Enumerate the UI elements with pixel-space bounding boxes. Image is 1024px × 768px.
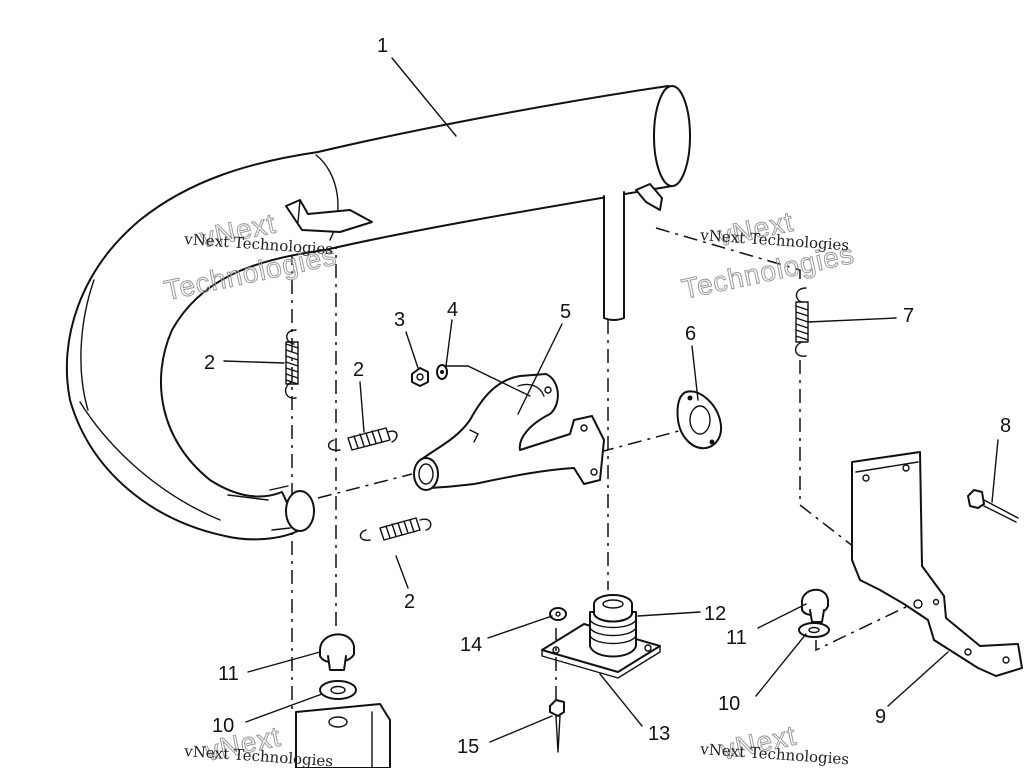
spring-2c: [359, 517, 432, 541]
washer-10-right: [798, 622, 830, 638]
callout-1: 1: [377, 35, 388, 57]
callout-8: 8: [1000, 415, 1011, 437]
washer-14: [549, 607, 567, 621]
callout-2c: 2: [404, 591, 415, 613]
callout-2a: 2: [204, 352, 215, 374]
callout-13: 13: [648, 723, 670, 745]
callout-5: 5: [560, 301, 571, 323]
bracket-9: [851, 451, 1023, 677]
y-pipe-5: [413, 373, 605, 491]
leader-lines: [223, 57, 999, 743]
callout-labels: 1 2 2 2 3 4 5 6 7 8 9 10 10 11 11 12 13 …: [204, 35, 1011, 758]
gasket-6: [676, 390, 722, 450]
callout-6: 6: [685, 323, 696, 345]
callout-14: 14: [460, 634, 482, 656]
callout-4: 4: [447, 299, 458, 321]
callout-15: 15: [457, 736, 479, 758]
callout-3: 3: [394, 309, 405, 331]
bracket-lower-left: [295, 703, 391, 768]
isolator-12: [589, 594, 637, 658]
washer-4: [436, 364, 448, 380]
grommet-11-right: [800, 589, 829, 623]
callout-10-right: 10: [718, 693, 740, 715]
spring-2b: [327, 427, 398, 451]
nut-3: [411, 367, 429, 387]
callout-11-left: 11: [218, 663, 239, 685]
callout-7: 7: [903, 305, 914, 327]
spring-7: [795, 287, 809, 357]
watermark-bottom-right-caption: vNext Technologies: [699, 740, 850, 768]
callout-12: 12: [704, 603, 726, 625]
screw-15: [549, 628, 565, 753]
callout-2b: 2: [353, 359, 364, 381]
grommet-11-left: [319, 633, 355, 671]
callout-9: 9: [875, 706, 886, 728]
spring-2a: [285, 329, 299, 399]
callout-10-left: 10: [212, 715, 234, 737]
callout-11-right: 11: [726, 627, 747, 649]
bolt-8: [967, 489, 1019, 523]
washer-10-left: [319, 680, 357, 700]
muffler: [65, 85, 691, 541]
